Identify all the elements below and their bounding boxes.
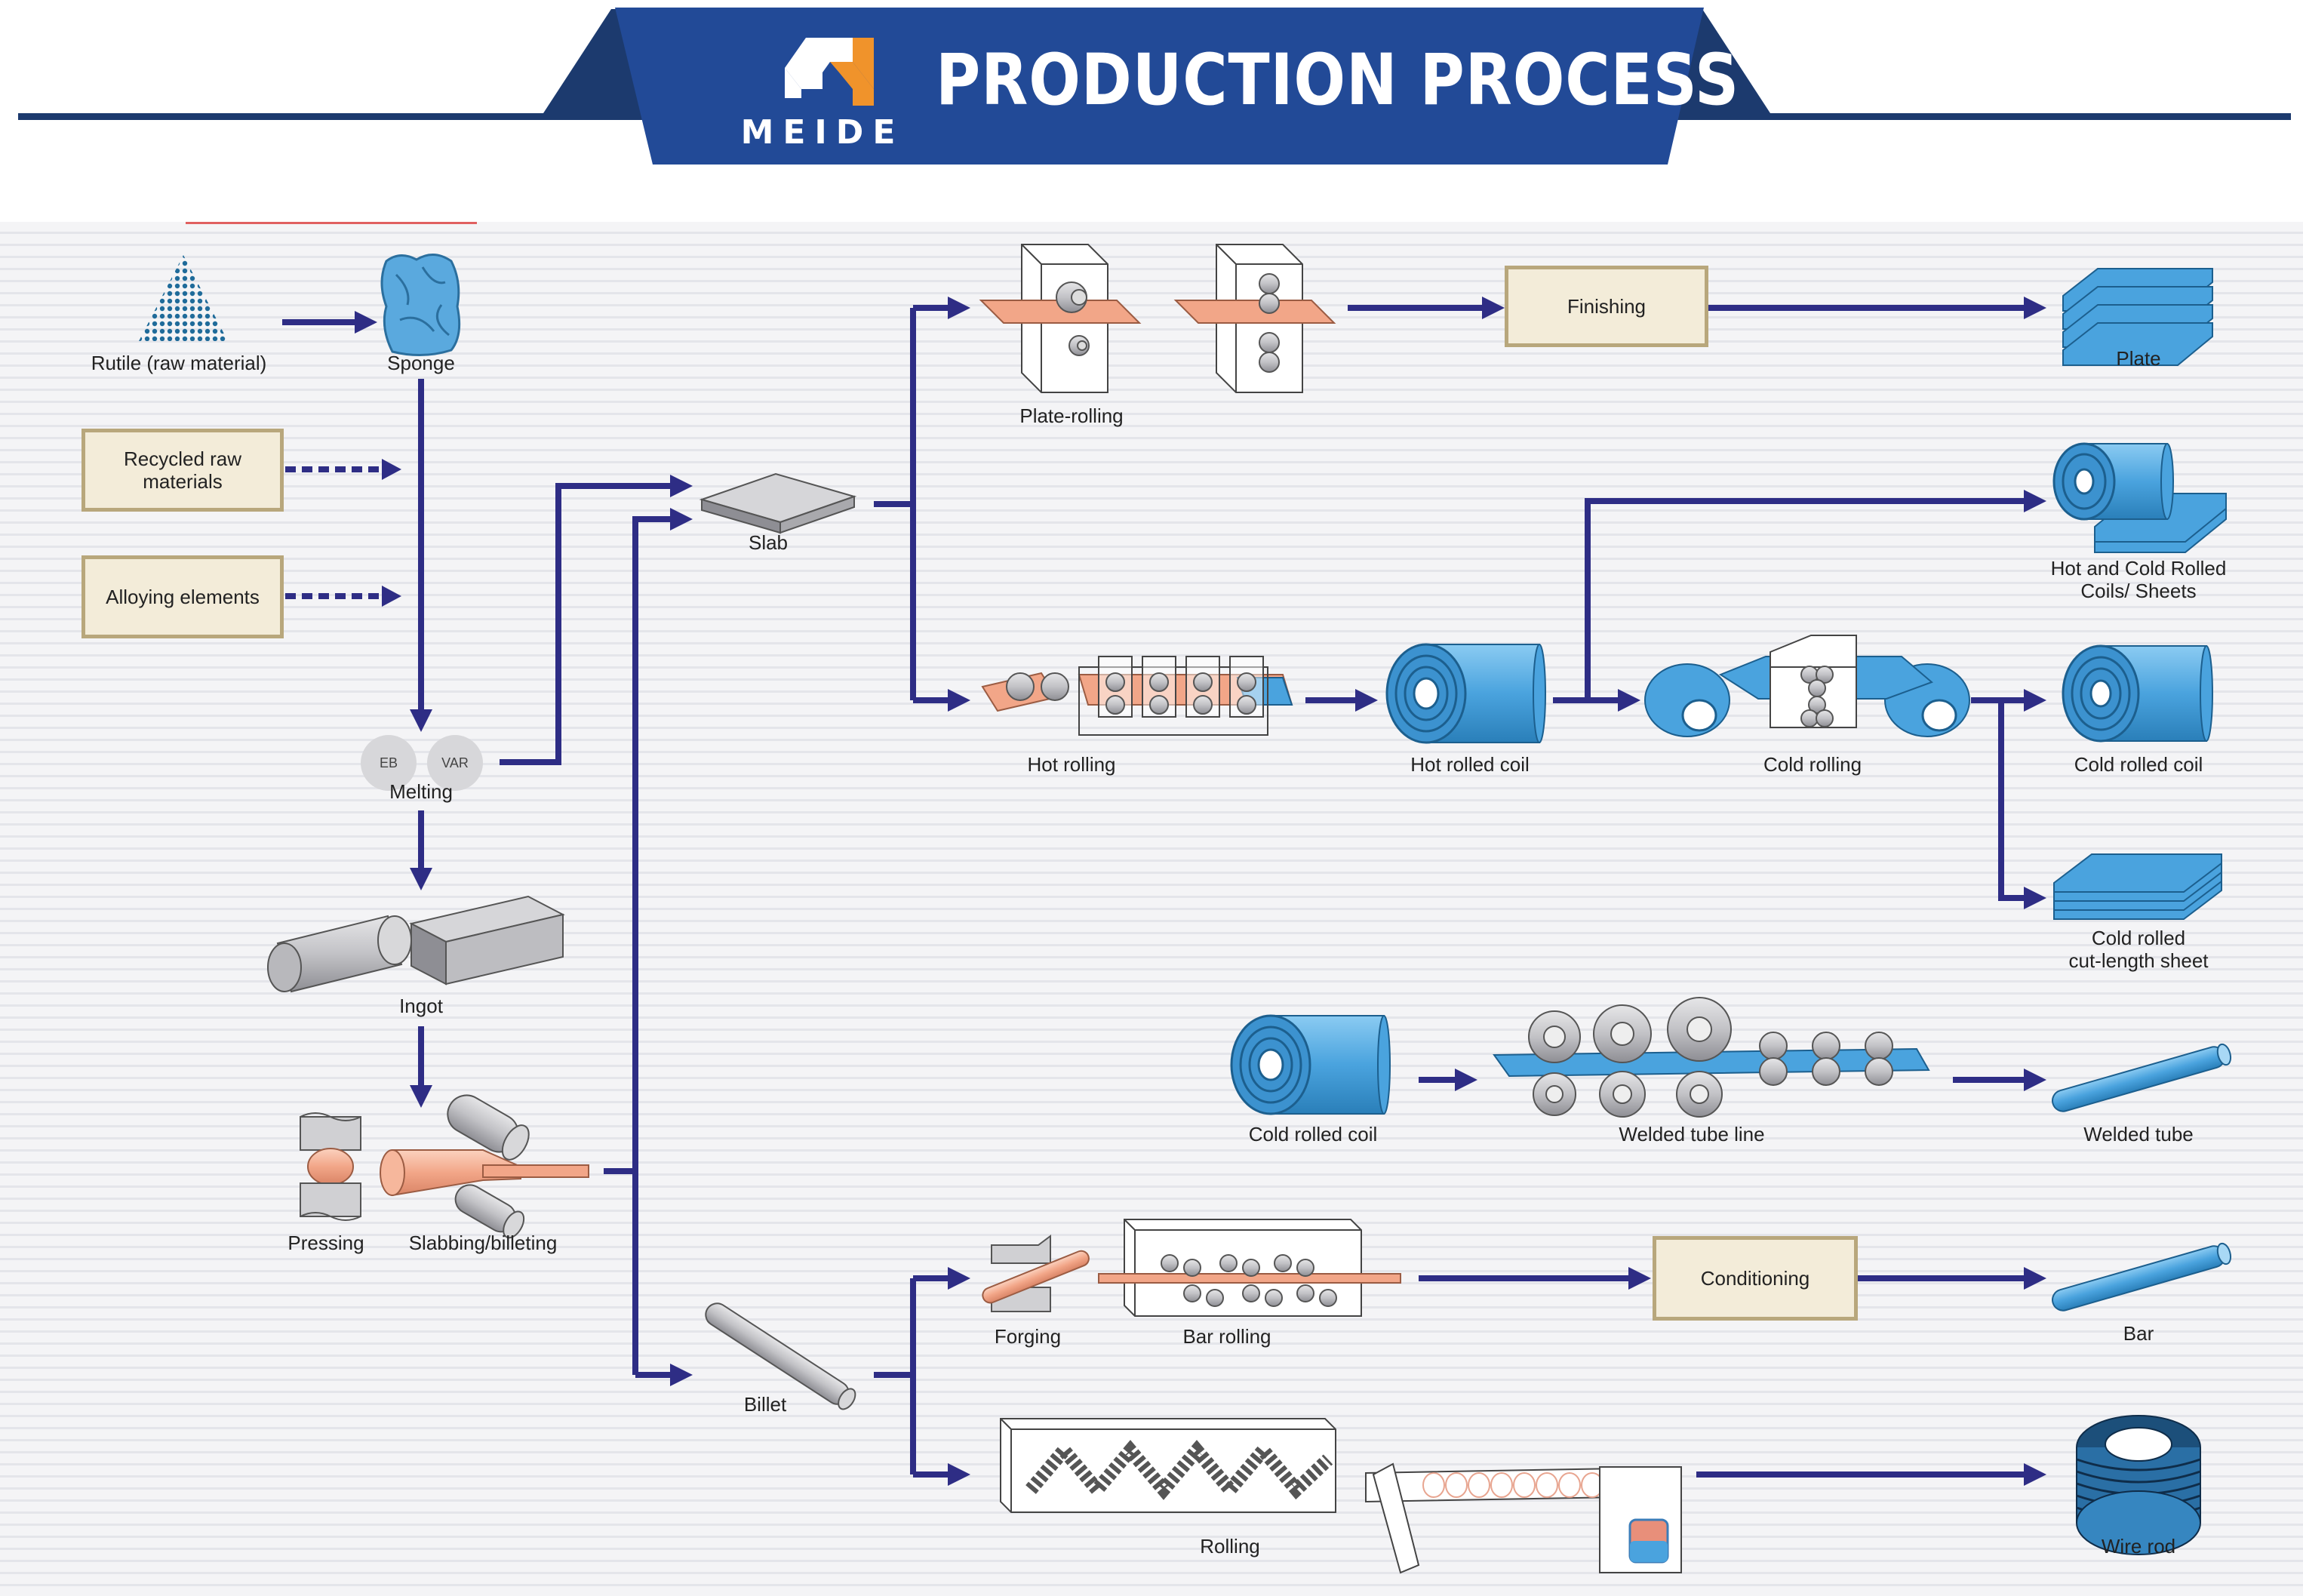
page-title: PRODUCTION PROCESS bbox=[936, 39, 1740, 121]
label-rutile: Rutile (raw material) bbox=[91, 352, 267, 374]
brand-name: MEIDE bbox=[740, 113, 905, 152]
label-cold-rolling: Cold rolling bbox=[1763, 753, 1862, 776]
label-var: VAR bbox=[441, 755, 469, 770]
box-alloying-elements: Alloying elements bbox=[81, 555, 284, 638]
plate-stack-icon bbox=[2062, 268, 2213, 366]
label-hot-cold-coils: Hot and Cold Rolled Coils/ Sheets bbox=[2051, 557, 2227, 602]
ingot-icon bbox=[267, 895, 565, 993]
meide-logo-icon bbox=[785, 38, 874, 106]
label-cut-length-sheet-line1: Cold rolled bbox=[2091, 927, 2186, 949]
label-forging: Forging bbox=[994, 1325, 1062, 1348]
label-plate-rolling: Plate-rolling bbox=[1019, 404, 1124, 427]
label-slab: Slab bbox=[748, 531, 789, 554]
label-bar: Bar bbox=[2123, 1322, 2154, 1345]
label-alloying: Alloying elements bbox=[106, 586, 260, 608]
forging-press-icon bbox=[982, 1235, 1090, 1312]
welded-tube-line-icon bbox=[1493, 997, 1930, 1118]
label-pressing: Pressing bbox=[287, 1232, 364, 1254]
label-bar-rolling: Bar rolling bbox=[1182, 1325, 1271, 1348]
rutile-pile-icon bbox=[139, 255, 228, 341]
cold-rolled-coil-icon bbox=[2062, 644, 2213, 743]
label-sponge: Sponge bbox=[387, 352, 455, 374]
label-hot-rolling: Hot rolling bbox=[1027, 753, 1116, 776]
label-cold-rolled-coil: Cold rolled coil bbox=[2074, 753, 2203, 776]
wire-rolling-mill-icon bbox=[1000, 1418, 1682, 1574]
header-banner: MEIDE PRODUCTION PROCESS bbox=[0, 0, 2303, 174]
box-conditioning: Conditioning bbox=[1653, 1236, 1858, 1321]
eb-furnace-badge: EB bbox=[361, 735, 417, 791]
wire-rod-coil-icon bbox=[2076, 1415, 2201, 1555]
arrow-cold-to-sheet bbox=[1998, 700, 2025, 901]
cut-length-sheet-icon bbox=[2053, 853, 2222, 920]
coils-sheets-icon bbox=[2052, 442, 2227, 553]
box-recycled-materials: Recycled raw materials bbox=[81, 429, 284, 512]
label-hot-rolled-coil: Hot rolled coil bbox=[1410, 753, 1530, 776]
label-plate: Plate bbox=[2116, 347, 2161, 370]
label-cut-length-sheet: Cold rolled cut-length sheet bbox=[2068, 927, 2208, 972]
bar-icon bbox=[2052, 1242, 2232, 1312]
label-recycled: Recycled raw materials bbox=[123, 447, 242, 493]
label-rolling: Rolling bbox=[1200, 1535, 1260, 1558]
arrow-melting-to-slab bbox=[500, 483, 672, 765]
hot-rolling-mill-icon bbox=[981, 656, 1293, 736]
flow-arrows bbox=[282, 297, 2046, 1486]
label-ingot: Ingot bbox=[399, 995, 443, 1017]
label-slabbing: Slabbing/billeting bbox=[408, 1232, 558, 1254]
label-welded-tube-line: Welded tube line bbox=[1619, 1123, 1765, 1145]
banner-background bbox=[615, 8, 1704, 165]
billet-icon bbox=[705, 1302, 856, 1410]
var-furnace-badge: VAR bbox=[427, 735, 483, 791]
slab-icon bbox=[699, 472, 857, 534]
label-cold-rolled-coil-input: Cold rolled coil bbox=[1248, 1123, 1378, 1145]
label-billet: Billet bbox=[743, 1393, 787, 1416]
label-melting: Melting bbox=[389, 780, 453, 803]
sponge-icon bbox=[380, 254, 461, 357]
cold-rolled-coil-input-icon bbox=[1230, 1014, 1391, 1115]
process-diagram bbox=[139, 222, 2232, 1574]
welded-tube-icon bbox=[2052, 1043, 2232, 1112]
arrow-coil-to-sheets bbox=[1585, 498, 2025, 700]
label-hot-cold-coils-line1: Hot and Cold Rolled bbox=[2050, 557, 2227, 580]
cold-rolling-mill-icon bbox=[1644, 635, 1970, 737]
hot-rolled-coil-icon bbox=[1385, 643, 1546, 744]
label-cut-length-sheet-line2: cut-length sheet bbox=[2068, 949, 2209, 972]
accent-line bbox=[186, 222, 477, 224]
plate-rolling-mill-icon bbox=[979, 244, 1336, 393]
box-finishing: Finishing bbox=[1505, 266, 1708, 347]
pressing-machine-icon bbox=[300, 1112, 361, 1221]
label-hot-cold-coils-line2: Coils/ Sheets bbox=[2080, 580, 2197, 602]
label-wire-rod: Wire rod bbox=[2101, 1535, 2176, 1558]
bar-rolling-mill-icon bbox=[1098, 1219, 1401, 1317]
label-eb: EB bbox=[379, 755, 398, 770]
label-conditioning: Conditioning bbox=[1700, 1267, 1810, 1290]
label-finishing: Finishing bbox=[1567, 295, 1647, 318]
label-welded-tube: Welded tube bbox=[2083, 1123, 2194, 1145]
slabbing-mill-icon bbox=[380, 1094, 589, 1239]
process-diagram-panel: Rutile (raw material) Sponge Recycled ra… bbox=[0, 222, 2303, 1596]
